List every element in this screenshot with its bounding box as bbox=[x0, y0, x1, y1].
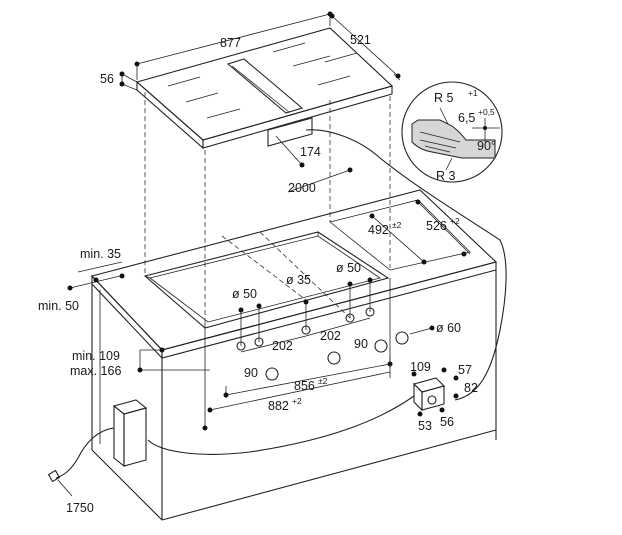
label-2000: 2000 bbox=[288, 181, 316, 195]
label-90-deg: 90° bbox=[477, 139, 496, 153]
label-856-tol: ±2 bbox=[318, 376, 328, 386]
label-521: 521 bbox=[350, 33, 371, 47]
label-90-left: 90 bbox=[244, 366, 258, 380]
label-492-tol: ±2 bbox=[392, 220, 402, 230]
label-dia-50-right: ø 50 bbox=[336, 261, 361, 275]
dim-spans: 856 ±2 882 +2 bbox=[202, 278, 393, 431]
label-dia-60: ø 60 bbox=[436, 321, 461, 335]
dim-cutout-depths: 492 ±2 526 +2 bbox=[368, 199, 471, 265]
label-1750: 1750 bbox=[66, 501, 94, 515]
label-min-50: min. 50 bbox=[38, 299, 79, 313]
label-82: 82 bbox=[464, 381, 478, 395]
label-57: 57 bbox=[458, 363, 472, 377]
label-492: 492 bbox=[368, 223, 389, 237]
dim-heights: min. 109 max. 166 bbox=[70, 347, 210, 378]
dim-174: 174 bbox=[275, 135, 321, 168]
dim-56: 56 bbox=[100, 71, 138, 91]
label-202-right: 202 bbox=[320, 329, 341, 343]
label-526: 526 bbox=[426, 219, 447, 233]
label-r5-tol: +1 bbox=[468, 88, 478, 98]
label-90-right: 90 bbox=[354, 337, 368, 351]
power-block: 1750 bbox=[47, 399, 148, 515]
label-53: 53 bbox=[418, 419, 432, 433]
label-max-166: max. 166 bbox=[70, 364, 121, 378]
edge-detail: R 5 +1 6,5 +0,5 90° R 3 bbox=[401, 81, 503, 183]
label-202-left: 202 bbox=[272, 339, 293, 353]
label-r3: R 3 bbox=[436, 169, 456, 183]
hob-top bbox=[135, 27, 394, 150]
projection-lines bbox=[144, 92, 391, 322]
dim-min-edges: min. 35 min. 50 bbox=[38, 247, 125, 313]
label-56: 56 bbox=[100, 72, 114, 86]
label-109: 109 bbox=[410, 360, 431, 374]
label-56-box: 56 bbox=[440, 415, 454, 429]
label-dia-50-left: ø 50 bbox=[232, 287, 257, 301]
label-882: 882 bbox=[268, 399, 289, 413]
label-6-5-tol: +0,5 bbox=[478, 107, 495, 117]
countertop bbox=[90, 189, 498, 360]
label-877: 877 bbox=[220, 36, 241, 50]
label-min-35: min. 35 bbox=[80, 247, 121, 261]
control-box: 109 57 82 53 56 bbox=[147, 360, 478, 455]
dim-521: 521 bbox=[329, 13, 401, 81]
label-r5: R 5 bbox=[434, 91, 454, 105]
label-526-tol: +2 bbox=[450, 216, 460, 226]
label-min-109: min. 109 bbox=[72, 349, 120, 363]
label-856: 856 bbox=[294, 379, 315, 393]
cabinet bbox=[91, 270, 497, 521]
label-174: 174 bbox=[300, 145, 321, 159]
dim-877: 877 bbox=[134, 11, 333, 80]
cable-2000: 2000 bbox=[287, 129, 507, 401]
knob-holes: ø 50 ø 35 ø 50 ø 60 202 202 90 90 bbox=[221, 231, 461, 381]
label-dia-35: ø 35 bbox=[286, 273, 311, 287]
label-6-5: 6,5 bbox=[458, 111, 475, 125]
label-882-tol: +2 bbox=[292, 396, 302, 406]
